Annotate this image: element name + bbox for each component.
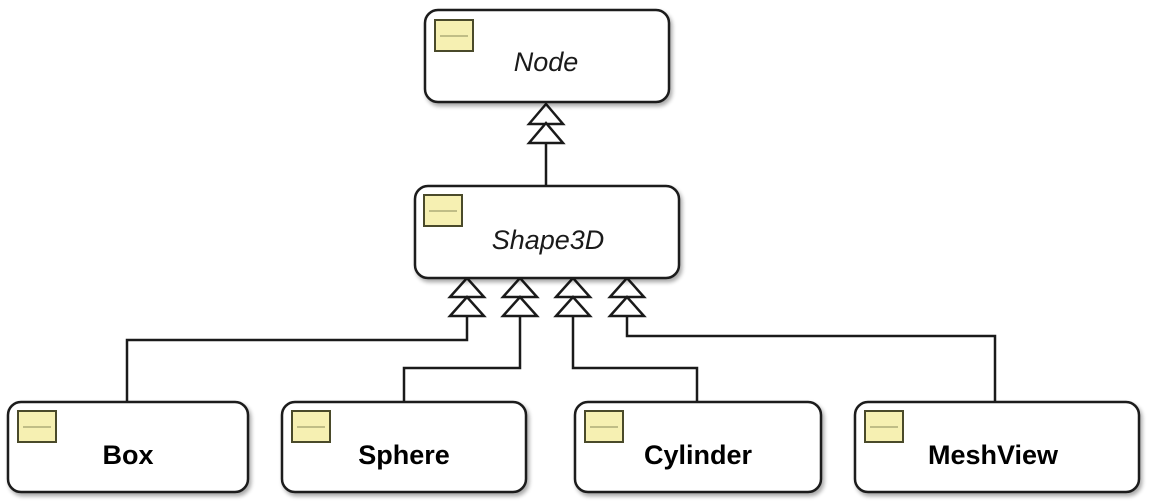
generalization-line-meshview-shape3d [625, 310, 997, 402]
class-icon [584, 410, 624, 443]
class-name-node: Node [514, 47, 579, 77]
class-icon [434, 19, 474, 52]
class-icon [291, 410, 331, 443]
arrowheads [447, 102, 647, 318]
class-name-shape3d: Shape3D [492, 225, 605, 255]
class-icon [17, 410, 57, 443]
connectors [125, 138, 997, 402]
generalization-line-sphere-shape3d [402, 310, 522, 402]
class-shape3d[interactable]: Shape3D [413, 184, 681, 280]
class-name-cylinder: Cylinder [644, 440, 753, 470]
class-name-sphere: Sphere [358, 440, 450, 470]
generalization-line-cylinder-shape3d [571, 310, 699, 402]
class-icon [864, 410, 904, 443]
class-sphere[interactable]: Sphere [280, 400, 528, 494]
class-cylinder[interactable]: Cylinder [573, 400, 823, 494]
arrowhead-sphere [500, 276, 540, 318]
class-box[interactable]: Box [6, 400, 250, 494]
arrowhead-node [526, 102, 566, 145]
class-name-box: Box [102, 440, 153, 470]
class-node[interactable]: Node [423, 8, 671, 104]
generalization-line-box-shape3d [125, 310, 469, 402]
arrowhead-cylinder [553, 276, 593, 318]
class-icon [423, 194, 463, 227]
class-name-meshview: MeshView [928, 440, 1059, 470]
class-meshview[interactable]: MeshView [853, 400, 1141, 494]
arrowhead-meshview [607, 276, 647, 318]
arrowhead-box [447, 276, 487, 318]
